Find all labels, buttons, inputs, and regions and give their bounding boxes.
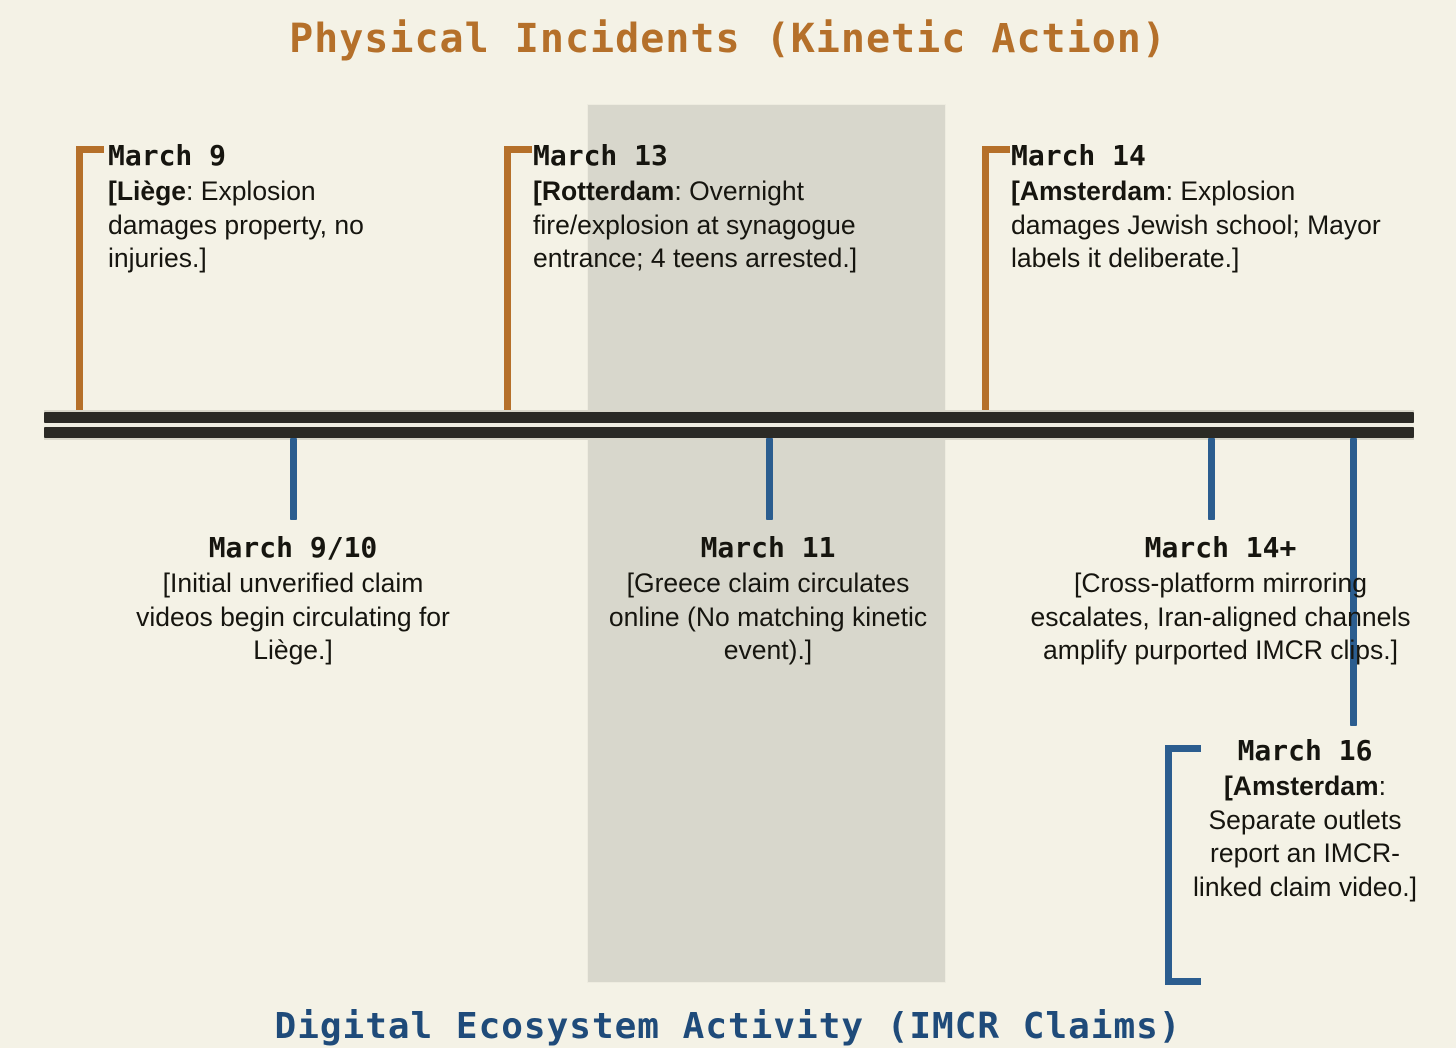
axis-edge-top bbox=[44, 410, 1414, 412]
kinetic-event-body: [Amsterdam: Explosion damages Jewish sch… bbox=[1011, 175, 1391, 276]
digital-event-date: March 14+ bbox=[1144, 531, 1297, 564]
digital-event-description: [Cross-platform mirroring escalates, Ira… bbox=[1030, 567, 1411, 666]
kinetic-event-march-14: March 14 [Amsterdam: Explosion damages J… bbox=[1011, 140, 1391, 276]
axis-slab-lower bbox=[44, 427, 1414, 438]
kinetic-event-date: March 13 bbox=[533, 139, 668, 172]
kinetic-event-location: [Rotterdam bbox=[533, 175, 675, 206]
kinetic-event-march-9: March 9 [Liège: Explosion damages proper… bbox=[108, 140, 408, 276]
axis-edge-bottom bbox=[44, 438, 1414, 440]
kinetic-event-date: March 14 bbox=[1011, 139, 1146, 172]
kinetic-event-date: March 9 bbox=[108, 139, 227, 172]
page-title-kinetic: Physical Incidents (Kinetic Action) bbox=[289, 16, 1167, 62]
digital-event-location: [Amsterdam bbox=[1223, 770, 1379, 801]
kinetic-event-location: [Liège bbox=[108, 175, 187, 206]
digital-stem-march-14-plus bbox=[1208, 438, 1215, 520]
highlight-band bbox=[588, 105, 945, 982]
kinetic-event-description: : Explosion damages property, no injurie… bbox=[108, 175, 364, 274]
kinetic-event-body: [Rotterdam: Overnight fire/explosion at … bbox=[533, 175, 918, 276]
kinetic-event-body: [Liège: Explosion damages property, no i… bbox=[108, 175, 408, 276]
kinetic-bracket-march-13 bbox=[504, 146, 532, 414]
timeline-axis bbox=[44, 410, 1414, 440]
digital-event-date: March 16 bbox=[1237, 734, 1373, 767]
kinetic-event-description: : Explosion damages Jewish school; Mayor… bbox=[1011, 175, 1381, 274]
digital-event-date: March 11 bbox=[700, 531, 836, 564]
digital-event-description: [Greece claim circulates online (No matc… bbox=[608, 567, 928, 666]
kinetic-bracket-march-9 bbox=[76, 146, 104, 414]
digital-stem-march-16 bbox=[1350, 438, 1357, 726]
kinetic-bracket-march-14 bbox=[982, 146, 1010, 414]
digital-event-description: [Initial unverified claim videos begin c… bbox=[136, 567, 450, 666]
kinetic-event-description: : Overnight fire/explosion at synagogue … bbox=[533, 175, 858, 274]
digital-event-march-16: March 16 [Amsterdam: Separate outlets re… bbox=[1180, 735, 1430, 904]
page-title-digital: Digital Ecosystem Activity (IMCR Claims) bbox=[274, 1006, 1182, 1047]
digital-event-march-14-plus: March 14+ [Cross-platform mirroring esca… bbox=[1028, 532, 1413, 668]
digital-bracket-march-16 bbox=[1165, 745, 1201, 985]
digital-event-description: : Separate outlets report an IMCR-linked… bbox=[1193, 770, 1417, 902]
digital-stem-march-11 bbox=[766, 438, 773, 520]
axis-slab-upper bbox=[44, 412, 1414, 423]
digital-event-march-9-10: March 9/10 [Initial unverified claim vid… bbox=[133, 532, 453, 668]
kinetic-event-location: [Amsterdam bbox=[1011, 175, 1166, 206]
axis-gap bbox=[44, 423, 1414, 427]
kinetic-event-march-13: March 13 [Rotterdam: Overnight fire/expl… bbox=[533, 140, 918, 276]
digital-event-body: [Amsterdam: Separate outlets report an I… bbox=[1180, 770, 1430, 905]
digital-event-date: March 9/10 bbox=[208, 531, 378, 564]
digital-stem-march-9-10 bbox=[290, 438, 297, 520]
digital-event-march-11: March 11 [Greece claim circulates online… bbox=[603, 532, 933, 668]
